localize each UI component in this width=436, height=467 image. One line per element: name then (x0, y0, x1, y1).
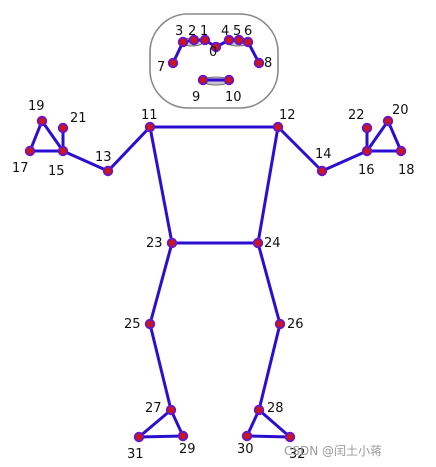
joint-label-10: 10 (225, 90, 242, 105)
connection-13-15 (61, 149, 110, 173)
joint-7 (167, 57, 179, 69)
joint-label-25: 25 (124, 317, 141, 332)
joint-1 (199, 34, 211, 46)
connection-29-31 (137, 434, 185, 439)
joint-24 (252, 237, 264, 249)
connection-18-20 (386, 119, 403, 153)
joint-label-32: 32 (289, 447, 306, 462)
joint-label-9: 9 (192, 90, 200, 105)
joint-2 (188, 34, 200, 46)
joint-label-28: 28 (267, 401, 284, 416)
joint-8 (253, 57, 265, 69)
joint-31 (133, 431, 145, 443)
joint-21 (57, 122, 69, 134)
connection-16-20 (365, 119, 390, 153)
joint-27 (165, 404, 177, 416)
joint-label-23: 23 (146, 236, 163, 251)
skeleton-connections (28, 38, 403, 439)
joint-label-30: 30 (237, 442, 254, 457)
joint-label-15: 15 (48, 164, 65, 179)
joint-label-16: 16 (358, 163, 375, 178)
joint-11 (144, 121, 156, 133)
connection-11-13 (106, 125, 152, 173)
connection-12-24 (256, 125, 280, 245)
joint-label-11: 11 (141, 108, 158, 123)
joint-label-8: 8 (264, 56, 272, 71)
joint-5 (233, 34, 245, 46)
connection-25-27 (148, 322, 173, 412)
connection-11-23 (148, 125, 174, 245)
joint-label-0: 0 (209, 45, 217, 60)
joint-label-20: 20 (392, 103, 409, 118)
joint-label-2: 2 (188, 24, 196, 39)
joint-19 (36, 115, 48, 127)
joint-label-4: 4 (221, 24, 229, 39)
joint-label-29: 29 (179, 442, 196, 457)
joint-13 (102, 165, 114, 177)
joint-0 (210, 41, 222, 53)
joint-30 (241, 430, 253, 442)
joint-label-13: 13 (95, 150, 112, 165)
face-region-box (149, 13, 279, 109)
joint-10 (223, 74, 235, 86)
joint-18 (395, 145, 407, 157)
joint-29 (177, 430, 189, 442)
joint-label-3: 3 (175, 24, 183, 39)
connection-12-14 (276, 125, 324, 173)
joint-label-6: 6 (244, 24, 252, 39)
connection-24-26 (256, 241, 282, 326)
joint-14 (316, 165, 328, 177)
joint-label-22: 22 (348, 108, 365, 123)
joint-15 (57, 145, 69, 157)
joint-label-5: 5 (233, 24, 241, 39)
joint-12 (272, 121, 284, 133)
connection-23-25 (148, 241, 174, 326)
joint-label-26: 26 (287, 317, 304, 332)
joint-label-18: 18 (398, 163, 415, 178)
joint-3 (177, 36, 189, 48)
connection-14-16 (320, 149, 369, 173)
watermark-text: CSDN @闰土小蒋 (284, 444, 382, 458)
joint-23 (166, 237, 178, 249)
joint-label-7: 7 (157, 60, 165, 75)
joint-9 (197, 74, 209, 86)
joint-20 (382, 115, 394, 127)
joint-label-21: 21 (70, 111, 87, 126)
joint-26 (274, 318, 286, 330)
connection-28-32 (257, 408, 292, 439)
joint-label-12: 12 (279, 108, 296, 123)
joint-label-24: 24 (264, 236, 281, 251)
joint-17 (24, 145, 36, 157)
joint-16 (361, 145, 373, 157)
skeleton-joints (24, 34, 407, 443)
connection-26-28 (257, 322, 282, 412)
joint-label-27: 27 (145, 401, 162, 416)
joint-22 (361, 122, 373, 134)
connection-30-32 (245, 434, 292, 439)
connection-17-19 (28, 119, 44, 153)
connection-15-19 (40, 119, 65, 153)
joint-label-19: 19 (28, 99, 45, 114)
joint-25 (144, 318, 156, 330)
joint-4 (223, 34, 235, 46)
joint-label-31: 31 (127, 447, 144, 462)
joint-32 (284, 431, 296, 443)
joint-28 (253, 404, 265, 416)
connection-27-31 (137, 408, 173, 439)
joint-label-1: 1 (200, 24, 208, 39)
joint-label-14: 14 (315, 147, 332, 162)
joint-6 (242, 36, 254, 48)
joint-label-17: 17 (12, 161, 29, 176)
